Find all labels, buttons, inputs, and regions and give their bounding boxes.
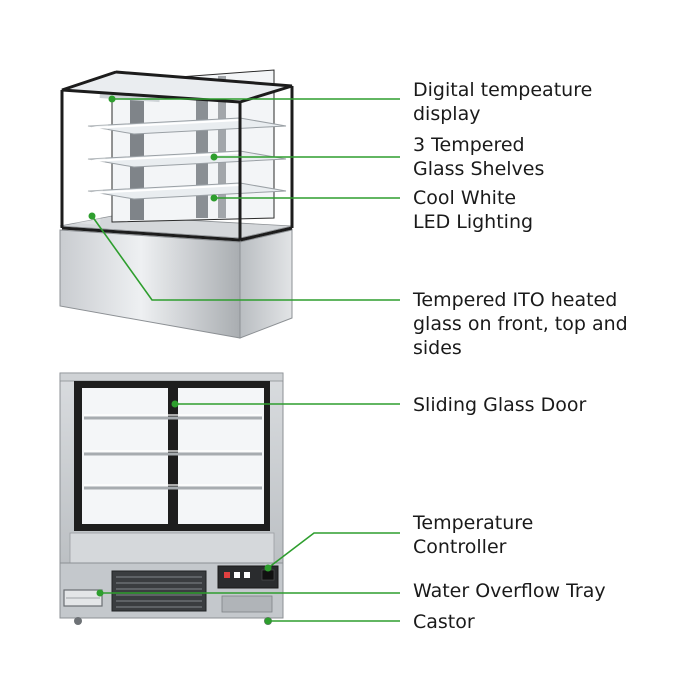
display-cabinet-angled (59, 69, 294, 339)
glass-shelves-front (84, 416, 262, 490)
label-temperature-controller: Temperature Controller (413, 512, 534, 558)
label-heated-glass: Tempered ITO heated glass on front, top … (413, 289, 628, 359)
callout-dots (88, 95, 272, 625)
label-tempered-glass-shelves: 3 Tempered Glass Shelves (413, 134, 545, 180)
label-digital-temperature-display: Digital tempeature display (413, 79, 593, 125)
label-led-lighting: Cool White LED Lighting (413, 187, 534, 233)
label-water-overflow-tray: Water Overflow Tray (413, 580, 606, 602)
callout-lines (91, 98, 400, 622)
label-sliding-glass-door: Sliding Glass Door (413, 394, 587, 416)
display-cabinet-front (59, 372, 284, 625)
glass-frame-angled (60, 70, 294, 242)
label-castor: Castor (413, 611, 475, 633)
